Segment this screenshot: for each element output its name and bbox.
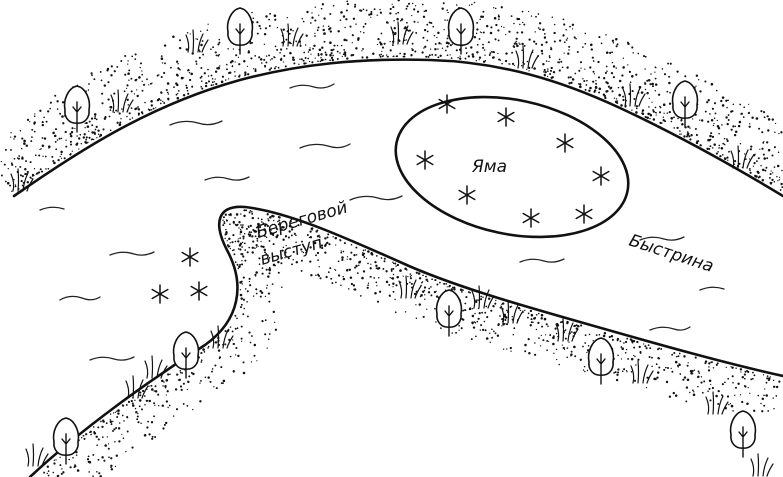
grass-tuft-icon — [399, 276, 421, 298]
snag-star-icon — [593, 167, 609, 185]
tree-icon — [174, 332, 199, 378]
pit-outline — [383, 77, 642, 257]
grass-tuft-icon — [751, 454, 773, 476]
snag-star-icon — [523, 209, 539, 227]
snag-star-icon — [498, 108, 514, 126]
tree-icon — [731, 411, 756, 457]
tree-icon — [65, 86, 90, 132]
tree-icon — [228, 8, 253, 54]
snag-star-icon — [191, 282, 207, 300]
grass-tuft-icon — [186, 30, 208, 52]
snag-star-icon — [459, 186, 475, 204]
grass-tuft-icon — [516, 46, 538, 68]
tree-icon — [54, 418, 79, 464]
snag-star-icon — [152, 285, 168, 303]
pit-label: Яма — [471, 157, 507, 177]
snag-star-icon — [557, 134, 573, 152]
tree-icon — [673, 81, 698, 127]
snag-star-icon — [417, 151, 433, 169]
snag-star-icon — [182, 248, 198, 266]
water-ripples — [40, 84, 724, 360]
tree-icon — [437, 290, 462, 336]
rapids-label: Быстрина — [626, 231, 716, 277]
tree-icon — [589, 338, 614, 384]
tree-icon — [449, 8, 474, 54]
ledge-label-line1: Береговой — [254, 198, 350, 243]
grass-tuft-icon — [145, 356, 167, 378]
grass-tuft-icon — [631, 361, 653, 383]
snag-star-icon — [576, 205, 592, 223]
grass-tuft-icon — [623, 84, 645, 106]
